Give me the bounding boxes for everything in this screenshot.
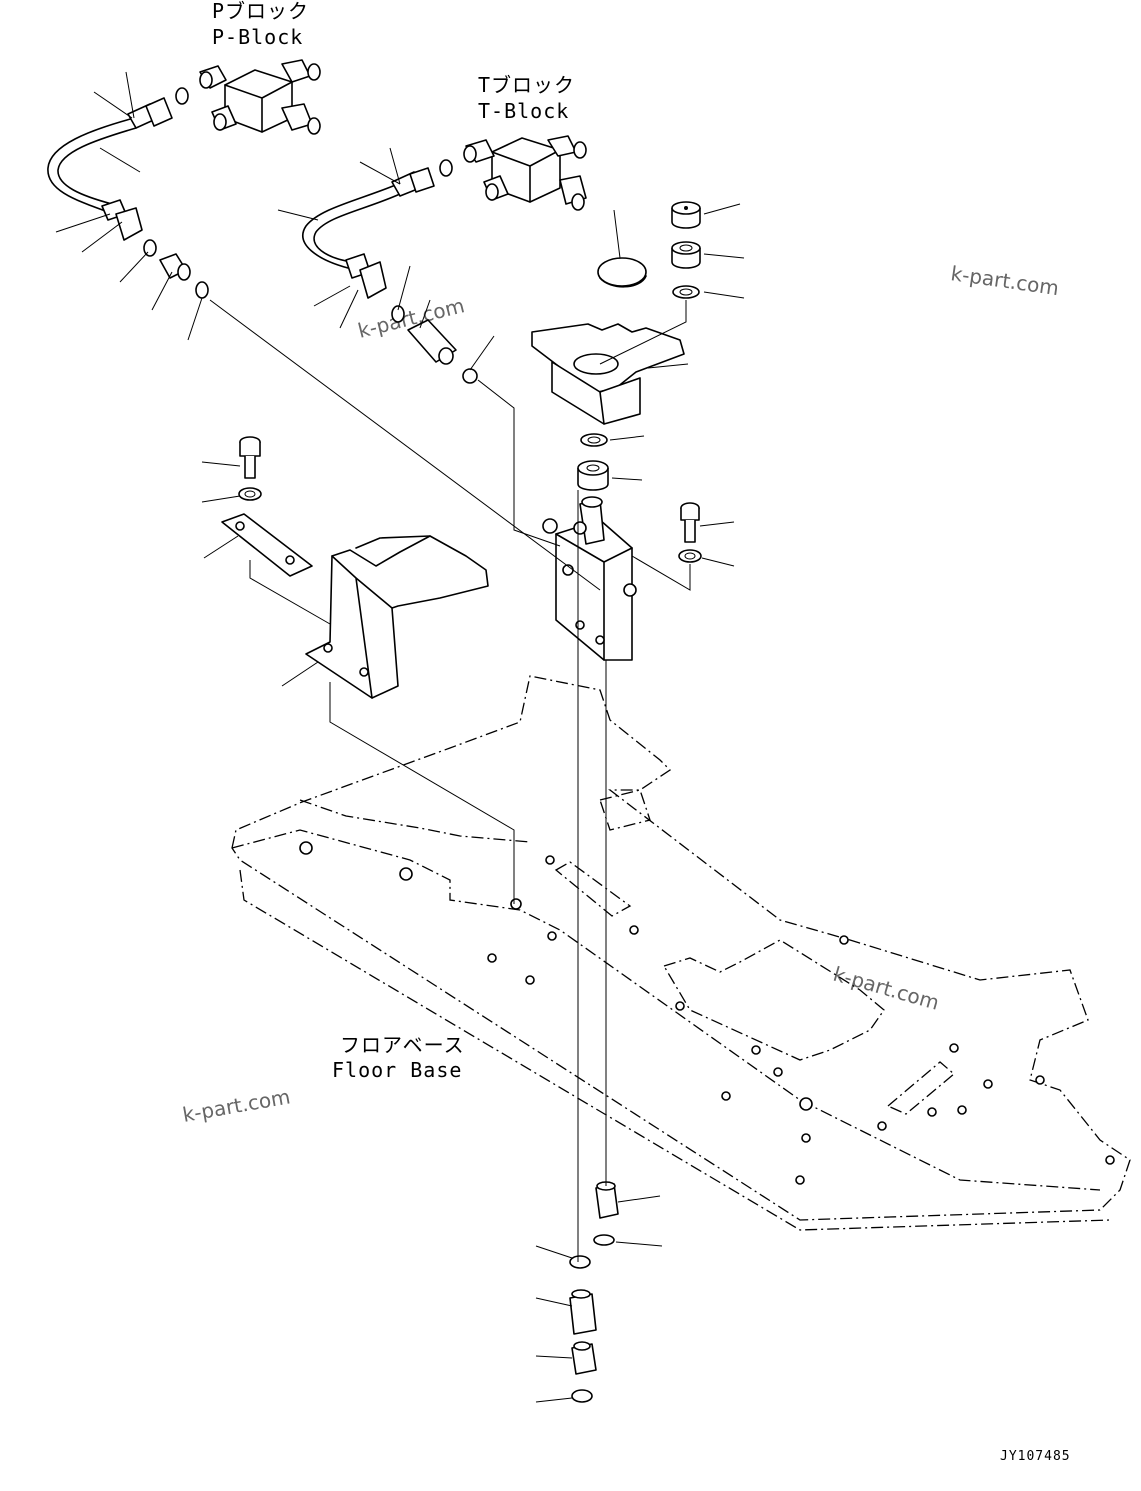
connector xyxy=(407,319,457,365)
floor-base-label-jp: フロアベース xyxy=(340,1033,465,1057)
pedal-plate xyxy=(531,323,685,425)
leader-lines xyxy=(55,71,745,1403)
ball xyxy=(569,1255,591,1269)
hose-1 xyxy=(47,97,173,241)
p-block-label-jp: Pブロック xyxy=(212,0,309,23)
washer xyxy=(238,487,262,501)
spacer-plate xyxy=(221,513,313,577)
washer xyxy=(672,285,700,299)
hose-2 xyxy=(302,167,435,299)
o-ring xyxy=(143,239,157,257)
o-ring xyxy=(195,281,209,299)
pedal-bracket xyxy=(305,535,489,699)
bolt xyxy=(239,436,261,479)
washer xyxy=(593,1234,615,1246)
washer xyxy=(678,549,702,563)
floor-base xyxy=(231,675,1131,1231)
watermark: k-part.com xyxy=(181,1084,292,1127)
grommet xyxy=(597,257,647,288)
o-ring xyxy=(391,305,405,323)
p-block-label-en: P-Block xyxy=(212,25,303,49)
nut xyxy=(671,241,701,269)
nut xyxy=(577,460,609,491)
t-block-label-jp: Tブロック xyxy=(478,73,575,97)
valve-block xyxy=(542,496,637,661)
floor-base-label-en: Floor Base xyxy=(332,1058,462,1082)
bolt xyxy=(680,502,700,543)
assembly-lines xyxy=(209,299,691,1262)
cap-nut xyxy=(671,201,701,229)
washer xyxy=(571,1389,593,1403)
adapter xyxy=(569,1289,597,1335)
o-ring xyxy=(175,87,189,105)
grease-fitting xyxy=(595,1181,619,1219)
elbow-fitting xyxy=(159,253,191,281)
t-block xyxy=(463,135,587,211)
watermark: k-part.com xyxy=(355,293,466,343)
watermark: k-part.com xyxy=(949,261,1060,300)
t-block-label-en: T-Block xyxy=(478,99,569,123)
watermark: k-part.com xyxy=(831,962,942,1015)
o-ring xyxy=(462,368,478,384)
drawing-code: JY107485 xyxy=(1000,1449,1071,1464)
washer xyxy=(580,433,608,447)
nipple xyxy=(571,1341,597,1375)
p-block xyxy=(199,59,321,135)
o-ring xyxy=(439,159,453,177)
